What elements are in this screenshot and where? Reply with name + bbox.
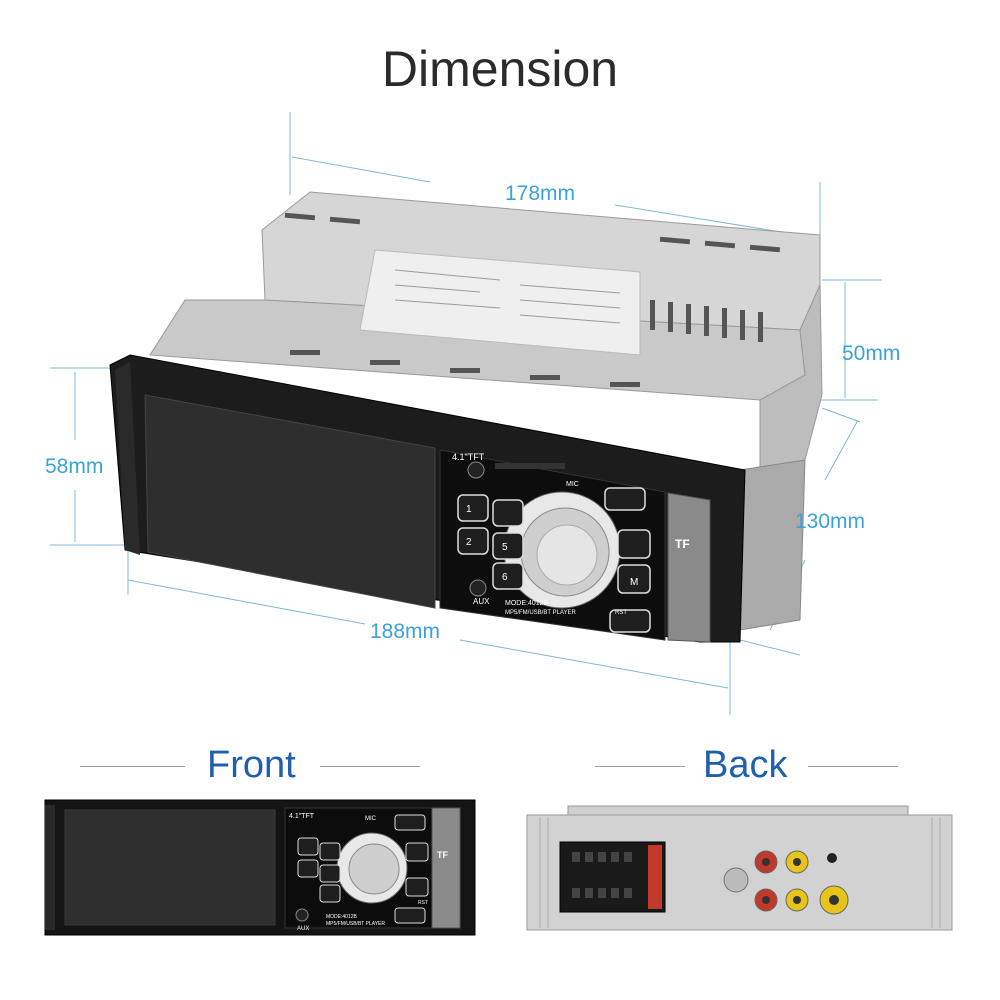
chassis — [149, 191, 823, 631]
preset-5-button — [492, 532, 524, 560]
front-title: Front — [207, 744, 296, 786]
camera-port — [827, 853, 837, 863]
width-front-label: 188mm — [370, 620, 441, 643]
width-top-label: 178mm — [505, 182, 576, 205]
ir-sensor — [467, 461, 485, 479]
front-mic-label: MIC — [365, 816, 377, 822]
preset-6-button — [492, 562, 524, 590]
right-strip — [667, 492, 711, 643]
preset-1-button — [457, 494, 489, 522]
preset-2-label: 2 — [466, 537, 472, 548]
front-rst-label: RST — [418, 900, 428, 906]
preset-5-label: 5 — [502, 542, 508, 553]
tf-slot — [495, 463, 565, 469]
phone-button — [617, 529, 651, 559]
front-screen — [64, 809, 276, 926]
front-aux-label: AUX — [297, 926, 309, 932]
preset-4-button — [492, 499, 524, 527]
preset-6-label: 6 — [502, 572, 508, 583]
model-label: MODE:4012B — [505, 600, 549, 607]
front-rule-left — [80, 766, 185, 767]
front-rule-right — [320, 766, 420, 767]
front-player-label: MP5/FM/USB/BT PLAYER — [326, 921, 385, 927]
aux-jack — [469, 579, 487, 597]
preset-2-button — [457, 527, 489, 555]
front-screen-size-label: 4.1"TFT — [289, 813, 315, 820]
front-tf-label: TF — [437, 850, 448, 860]
back-rule-right — [808, 766, 898, 767]
tf-label: TF — [675, 537, 690, 551]
back-title: Back — [703, 744, 788, 786]
mode-label: M — [630, 577, 638, 588]
screen — [144, 394, 436, 609]
depth-label: 130mm — [795, 510, 866, 533]
front-model-label: MODE:4012B — [326, 914, 358, 920]
preset-1-label: 1 — [466, 504, 472, 515]
band-button — [609, 609, 651, 633]
page-title: Dimension — [381, 41, 619, 97]
rst-label: RST — [615, 610, 627, 616]
antenna-port — [723, 867, 749, 893]
screen-size-label: 4.1"TFT — [452, 452, 485, 462]
connector-red-block — [648, 845, 662, 909]
mode-button — [617, 564, 651, 594]
height-back-label: 50mm — [842, 342, 901, 365]
back-rule-left — [595, 766, 685, 767]
mute-button — [604, 487, 646, 511]
aux-label: AUX — [473, 597, 490, 606]
height-front-label: 58mm — [45, 455, 104, 478]
player-label: MP5/FM/USB/BT PLAYER — [505, 610, 576, 616]
mic-label: MIC — [566, 481, 579, 488]
faceplate — [109, 354, 746, 643]
